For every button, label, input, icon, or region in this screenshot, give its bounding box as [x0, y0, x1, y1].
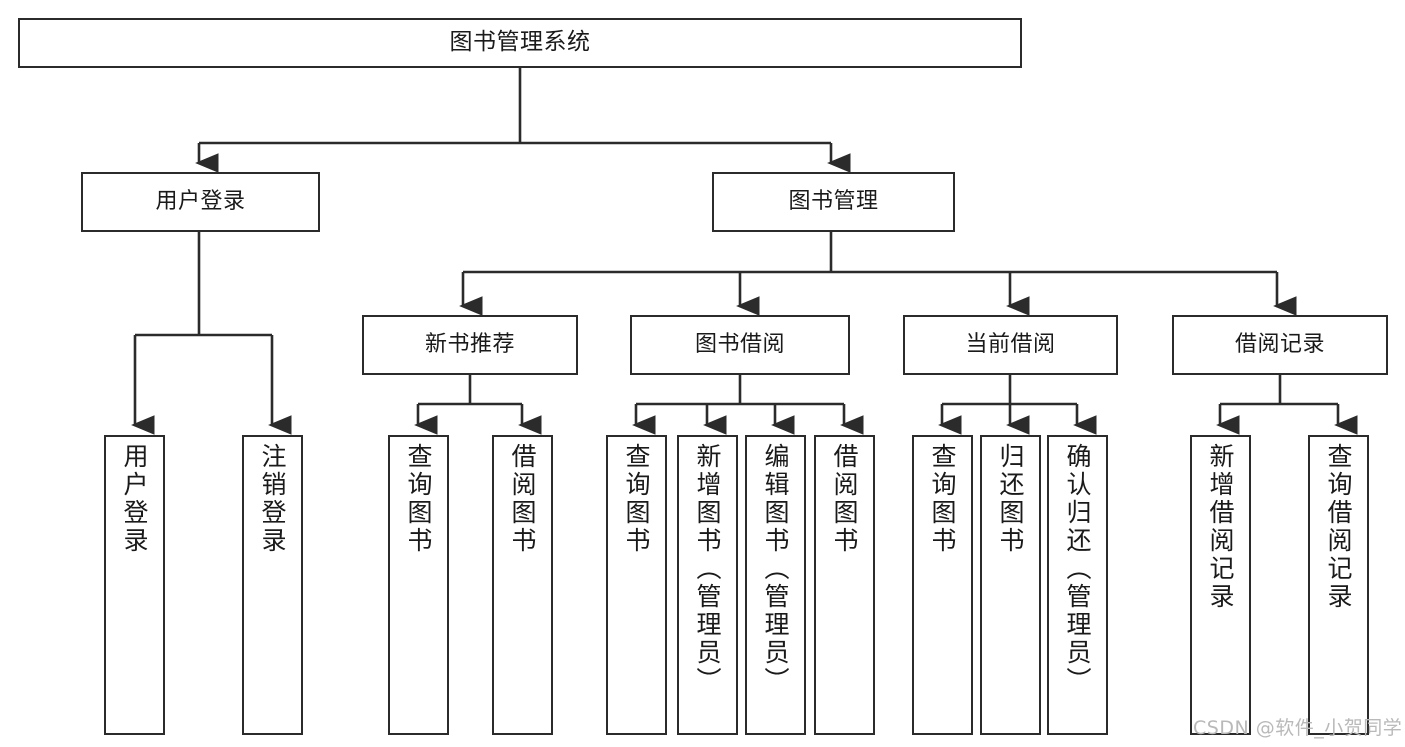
node-leaf-logout-login[interactable]: 注销登录 [242, 435, 303, 735]
node-leaf-confirm-return-admin[interactable]: 确认归还（管理员） [1047, 435, 1108, 735]
node-leaf-edit-book-admin-label: 编辑图书（管理员） [761, 443, 790, 695]
node-leaf-add-book-admin[interactable]: 新增图书（管理员） [677, 435, 738, 735]
node-current-borrow-label: 当前借阅 [965, 331, 1056, 357]
node-leaf-borrow-book-2[interactable]: 借阅图书 [814, 435, 875, 735]
node-leaf-query-book-3[interactable]: 查询图书 [912, 435, 973, 735]
node-leaf-query-book-3-label: 查询图书 [928, 443, 957, 555]
node-root[interactable]: 图书管理系统 [18, 18, 1022, 68]
node-book-borrow[interactable]: 图书借阅 [630, 315, 850, 375]
node-leaf-add-borrow-record[interactable]: 新增借阅记录 [1190, 435, 1251, 735]
node-leaf-query-borrow-record-label: 查询借阅记录 [1324, 443, 1353, 611]
node-user-login-label: 用户登录 [155, 188, 246, 214]
node-leaf-query-borrow-record[interactable]: 查询借阅记录 [1308, 435, 1369, 735]
node-book-borrow-label: 图书借阅 [694, 331, 785, 357]
node-leaf-logout-login-label: 注销登录 [258, 443, 287, 555]
node-leaf-add-borrow-record-label: 新增借阅记录 [1206, 443, 1235, 611]
node-root-label: 图书管理系统 [449, 29, 591, 56]
node-leaf-return-book[interactable]: 归还图书 [980, 435, 1041, 735]
node-leaf-query-book-1-label: 查询图书 [404, 443, 433, 555]
node-leaf-query-book-1[interactable]: 查询图书 [388, 435, 449, 735]
node-book-manage[interactable]: 图书管理 [712, 172, 955, 232]
node-borrow-record-label: 借阅记录 [1234, 331, 1325, 357]
node-user-login[interactable]: 用户登录 [81, 172, 320, 232]
node-leaf-user-login-label: 用户登录 [120, 443, 149, 555]
node-leaf-borrow-book-1[interactable]: 借阅图书 [492, 435, 553, 735]
csdn-watermark: CSDN @软件_小贺同学 [1193, 717, 1403, 739]
node-leaf-confirm-return-admin-label: 确认归还（管理员） [1063, 443, 1092, 695]
node-leaf-edit-book-admin[interactable]: 编辑图书（管理员） [745, 435, 806, 735]
node-leaf-borrow-book-2-label: 借阅图书 [830, 443, 859, 555]
node-leaf-user-login[interactable]: 用户登录 [104, 435, 165, 735]
node-leaf-query-book-2[interactable]: 查询图书 [606, 435, 667, 735]
node-leaf-borrow-book-1-label: 借阅图书 [508, 443, 537, 555]
node-book-manage-label: 图书管理 [788, 188, 879, 214]
node-borrow-record[interactable]: 借阅记录 [1172, 315, 1388, 375]
node-new-book-recommend-label: 新书推荐 [424, 331, 515, 357]
node-leaf-return-book-label: 归还图书 [996, 443, 1025, 555]
node-leaf-add-book-admin-label: 新增图书（管理员） [693, 443, 722, 695]
node-leaf-query-book-2-label: 查询图书 [622, 443, 651, 555]
node-current-borrow[interactable]: 当前借阅 [903, 315, 1118, 375]
node-new-book-recommend[interactable]: 新书推荐 [362, 315, 578, 375]
